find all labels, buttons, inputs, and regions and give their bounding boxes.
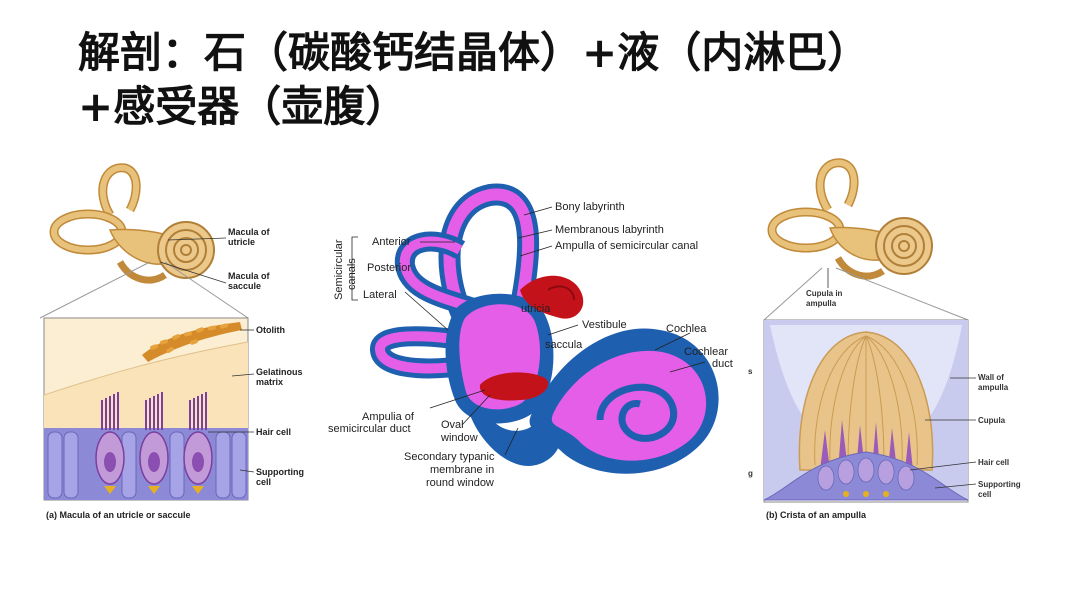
- inner-ear-illustration-left: [49, 163, 215, 284]
- label-lateral: Lateral: [363, 289, 397, 301]
- panel-labyrinth: Bony labyrinth Membranous labyrinth Ampu…: [328, 183, 753, 489]
- otolith-crystals: [142, 322, 242, 362]
- label-secondary-1: Secondary typanic: [404, 451, 495, 463]
- label-oval-2: window: [440, 432, 478, 444]
- label-saccula: saccula: [545, 339, 583, 351]
- caption-a: (a) Macula of an utricle or saccule: [46, 510, 191, 520]
- cupula-gel: [798, 331, 934, 471]
- page-title: 解剖：石（碳酸钙结晶体）+液（内淋巴） +感受器（壶腹）: [78, 26, 1038, 134]
- label-secondary-3: round window: [426, 477, 494, 489]
- label-utricia: utricia: [521, 303, 551, 315]
- label-gelatinous-1: Gelatinous: [256, 367, 303, 377]
- edge-letter-s: s: [748, 367, 753, 376]
- label-posterior: Posterior: [367, 262, 411, 274]
- label-cupula-ampulla-2: ampulla: [806, 299, 837, 308]
- panel-crista: Cupula in ampulla: [763, 158, 1021, 520]
- label-vestibule: Vestibule: [582, 319, 627, 331]
- label-supporting-1-right: Supporting: [978, 480, 1021, 489]
- label-cupula-ampulla-1: Cupula in: [806, 289, 843, 298]
- label-semicircular-1: Semicircular: [333, 239, 345, 300]
- label-gelatinous-2: matrix: [256, 377, 283, 387]
- label-membranous-labyrinth: Membranous labyrinth: [555, 224, 664, 236]
- label-supporting-1-left: Supporting: [256, 467, 304, 477]
- label-anterior: Anterior: [372, 236, 411, 248]
- label-hair-cell-left: Hair cell: [256, 427, 291, 437]
- otolith-organs-red: [479, 275, 584, 401]
- label-otolith: Otolith: [256, 325, 285, 335]
- inner-ear-illustration-right: [767, 158, 933, 280]
- label-secondary-2: membrane in: [430, 464, 494, 476]
- label-bony-labyrinth: Bony labyrinth: [555, 201, 625, 213]
- label-oval-1: Oval: [441, 419, 464, 431]
- title-line-1: 解剖：石（碳酸钙结晶体）+液（内淋巴）: [78, 28, 870, 77]
- label-supporting-2-right: cell: [978, 490, 991, 499]
- label-ampulla-canal: Ampulla of semicircular canal: [555, 240, 698, 252]
- label-macula-saccule-1: Macula of: [228, 271, 271, 281]
- caption-b: (b) Crista of an ampulla: [766, 510, 867, 520]
- label-wall-1: Wall of: [978, 373, 1004, 382]
- edge-letter-g: g: [748, 469, 753, 478]
- label-cochlear-duct-2: duct: [712, 358, 733, 370]
- label-cochlea: Cochlea: [666, 323, 707, 335]
- label-wall-2: ampulla: [978, 383, 1009, 392]
- panel-macula: Macula of utricle Macula of saccule Otol…: [39, 163, 304, 520]
- label-cupula: Cupula: [978, 416, 1006, 425]
- title-line-2: +感受器（壶腹）: [78, 82, 408, 131]
- label-ampulia-duct-1: Ampulia of: [362, 411, 415, 423]
- label-hair-cell-right: Hair cell: [978, 458, 1009, 467]
- label-supporting-2-left: cell: [256, 477, 271, 487]
- cochlea-illustration: [529, 328, 719, 474]
- label-semicircular-2: canals: [346, 258, 358, 290]
- label-macula-saccule-2: saccule: [228, 281, 261, 291]
- label-macula-utricle-2: utricle: [228, 237, 255, 247]
- label-cochlear-duct-1: Cochlear: [684, 346, 728, 358]
- hair-cells-left: [95, 392, 213, 494]
- label-macula-utricle-1: Macula of: [228, 227, 271, 237]
- label-ampulia-duct-2: semicircular duct: [328, 423, 411, 435]
